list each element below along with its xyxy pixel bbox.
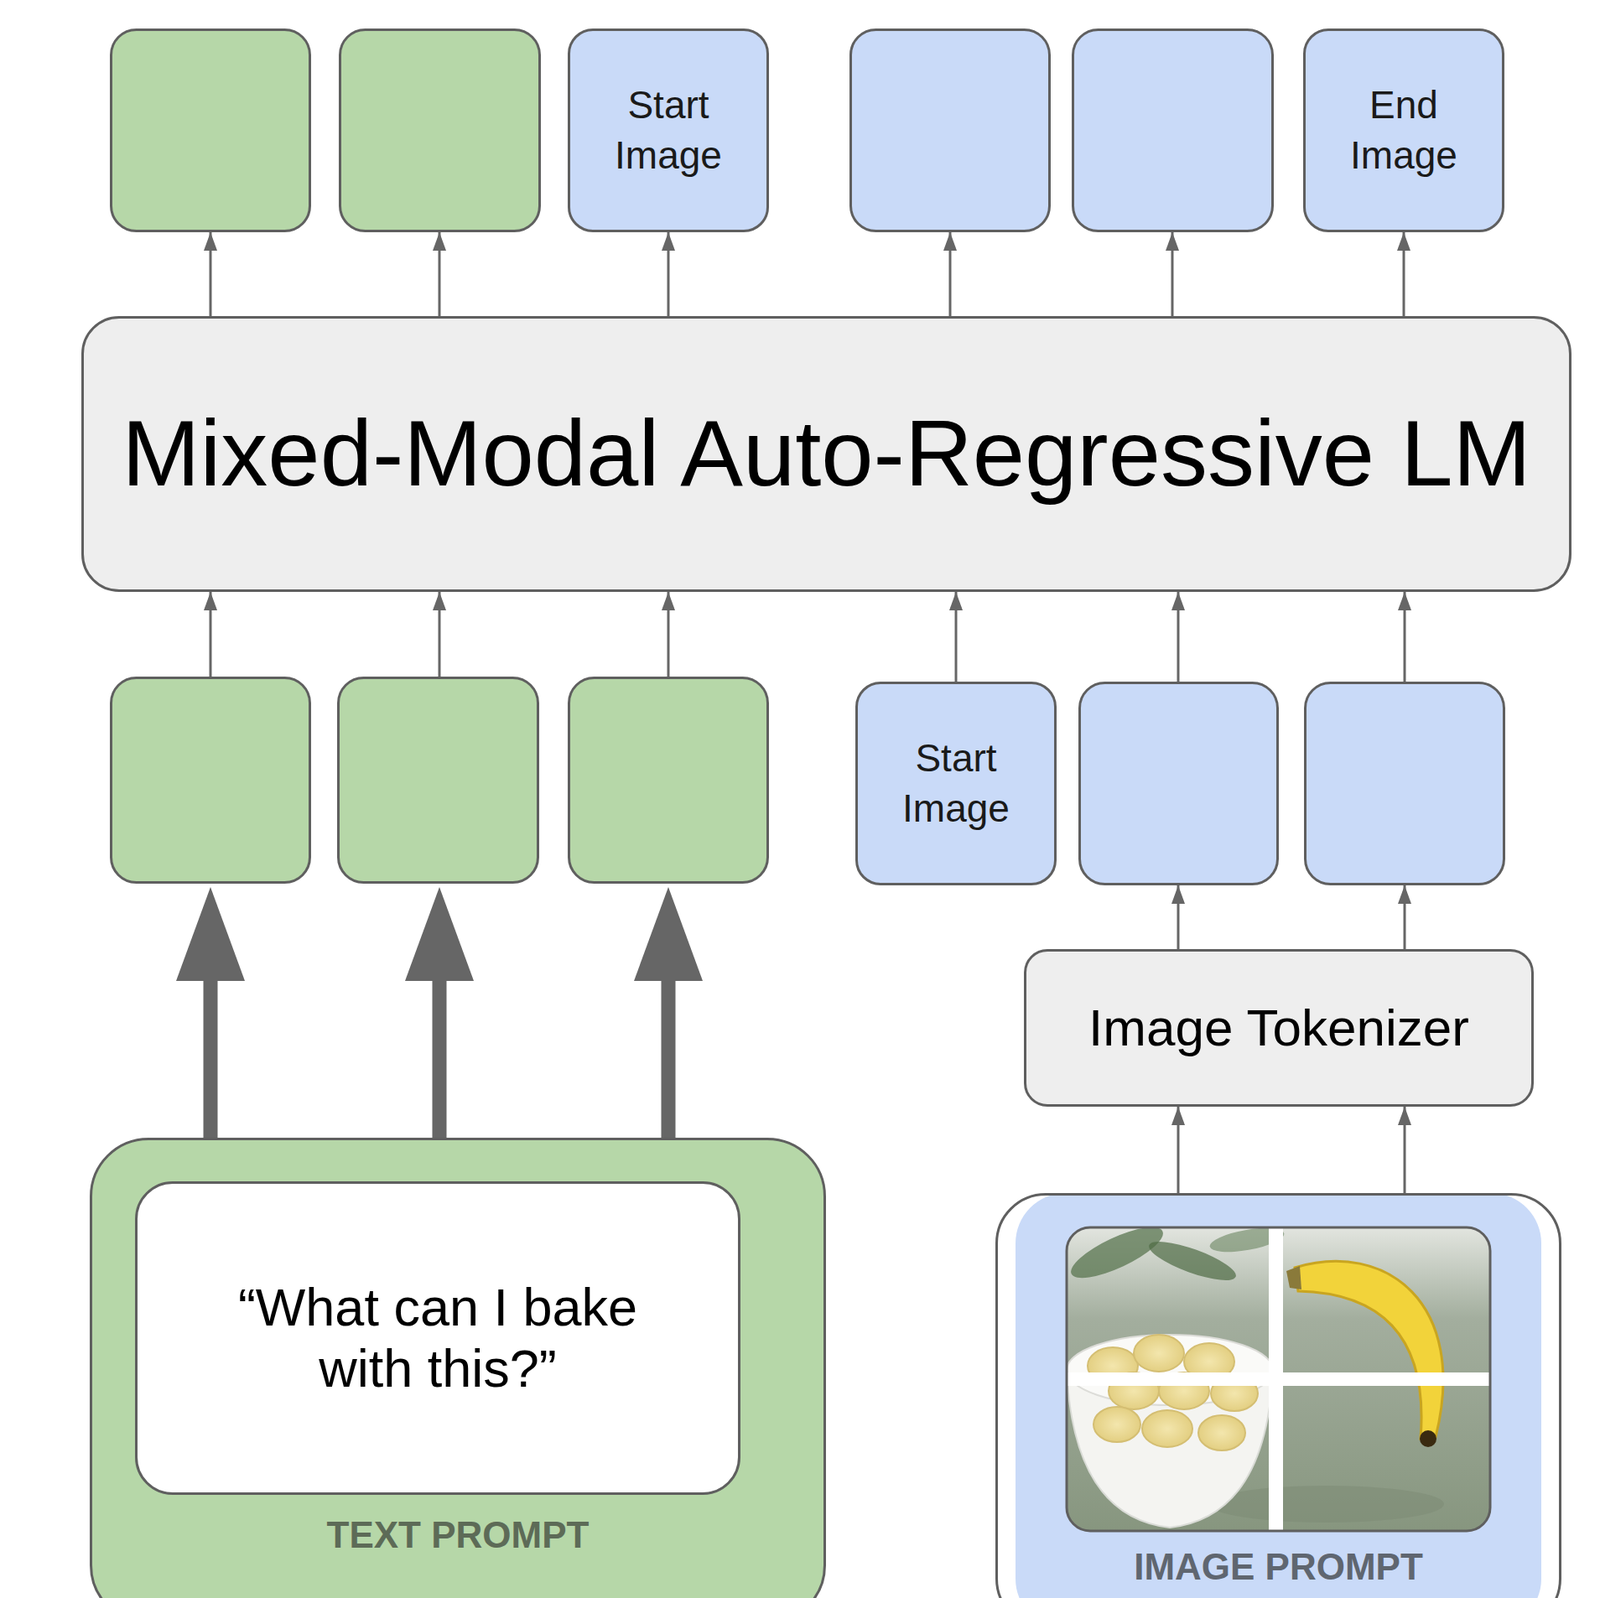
arrow [949,232,952,317]
image-prompt-fill [1015,1193,1542,1598]
shadow [1209,1485,1445,1523]
arrow [438,232,442,317]
banana-tip [1419,1430,1437,1448]
image-prompt-panel: IMAGE PROMPT [995,1193,1562,1598]
banana-photo [1064,1217,1491,1532]
leaf [1066,1227,1169,1289]
node-text: Mixed-Modal Auto-Regressive LM [121,397,1532,510]
grid-line [1066,1372,1491,1387]
image-token [851,30,1050,232]
node-text: “What can I bake with this?” [194,1277,681,1400]
text-token [569,678,769,884]
text-token [338,678,539,884]
tokenizer-box: Image Tokenizer [1023,949,1534,1107]
text-token [340,30,541,232]
node-text: Image Tokenizer [1088,997,1470,1060]
prompt-text-box: “What can I bake with this?” [135,1181,741,1496]
thick-arrow-shaft [432,979,447,1138]
thick-arrows [176,887,703,1138]
arrow [1177,885,1180,950]
arrow [1403,885,1407,950]
arrow [1171,232,1175,317]
banana-slices [1087,1335,1258,1451]
image-token [1080,683,1278,885]
thick-arrow-head [633,887,703,982]
arrow [209,232,213,317]
image-start-token: Start Image [855,681,1057,886]
arrow [209,592,213,677]
image-start-token: Start Image [567,28,769,233]
arrow [1403,592,1407,682]
photo-border [1066,1227,1491,1532]
panel-label: IMAGE PROMPT [997,1546,1559,1590]
arrow-connector [1402,232,1406,317]
text-token [111,678,311,884]
node-text: Start Image [880,733,1032,835]
image-token [1073,30,1273,232]
arrow-connector [667,232,671,317]
arrow-connector [1177,1106,1180,1194]
node-text: Start Image [592,80,744,182]
arrow [667,592,671,677]
arrow-connector [955,592,958,682]
thick-arrow-shaft [203,979,219,1138]
text-prompt-panel: TEXT PROMPT “What can I bake with this?” [89,1137,826,1598]
thick-arrow-shaft [661,979,676,1138]
thick-arrow-head [405,887,474,982]
photo-background [1066,1227,1491,1532]
thick-arrow-head [176,887,245,982]
node-text: End Image [1328,80,1480,182]
banana [1294,1261,1444,1439]
text-token [111,30,311,232]
image-end-token: End Image [1303,28,1505,233]
language-model-box: Mixed-Modal Auto-Regressive LM [81,316,1572,593]
banana-stem [1286,1266,1302,1290]
arrow [438,592,442,677]
arrow [1177,592,1180,682]
image-token [1305,683,1505,885]
panel-label: TEXT PROMPT [92,1514,824,1558]
arrow-connector [1403,1106,1407,1194]
